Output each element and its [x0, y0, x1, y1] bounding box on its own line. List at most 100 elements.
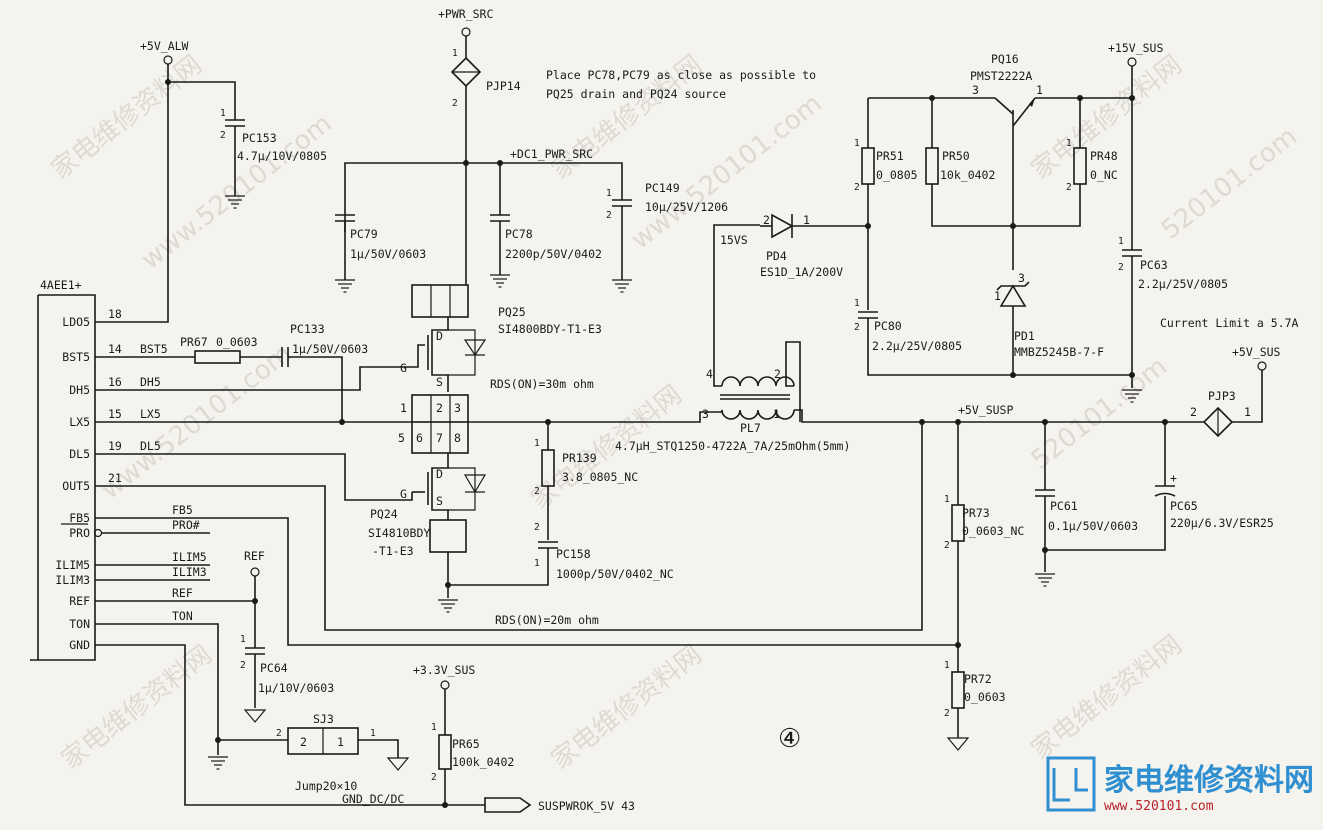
watermark-cn: 家电维修资料网 — [546, 640, 708, 776]
pr67-resistor — [194, 350, 241, 364]
svg-text:2: 2 — [774, 367, 781, 381]
ic-pin-net: FB5 — [172, 503, 193, 517]
pd4-diode — [771, 213, 794, 239]
svg-text:2: 2 — [300, 735, 307, 749]
ic-4aee1: 4AEE1+ — [30, 278, 96, 661]
logo-text: 家电维修资料网 — [1104, 763, 1314, 798]
svg-text:1: 1 — [534, 438, 540, 449]
pc153-value: 4.7μ/10V/0805 — [237, 149, 327, 163]
net-5v-alw: +5V_ALW — [140, 39, 189, 53]
ic-pin-name: REF — [69, 594, 90, 608]
wire-ldo5 — [95, 68, 169, 323]
pq25-ref: PQ25 — [498, 305, 526, 319]
svg-text:1: 1 — [1036, 83, 1043, 97]
watermark-cn: 家电维修资料网 — [1026, 50, 1188, 186]
net-5v-susp: +5V_SUSP — [958, 403, 1013, 417]
svg-text:2: 2 — [436, 401, 443, 415]
pq24-value-1: SI4810BDY — [368, 526, 430, 540]
sj3-ref: SJ3 — [313, 712, 334, 726]
svg-text:3: 3 — [972, 83, 979, 97]
ic-pin-net: ILIM3 — [172, 565, 207, 579]
pq16-transistor: 3 1 PQ16 PMST2222A — [970, 52, 1043, 270]
svg-text:2: 2 — [944, 708, 950, 719]
pc78-value: 2200p/50V/0402 — [505, 247, 602, 261]
ic-pin-number: 21 — [108, 471, 122, 485]
watermark-num: 520101.com — [1026, 351, 1173, 475]
pr65-value: 100k_0402 — [452, 755, 514, 769]
pr73-ref: PR73 — [962, 506, 990, 520]
pr73-value: 0_0603_NC — [962, 524, 1024, 538]
net-3v3-sus: +3.3V_SUS — [413, 663, 475, 677]
svg-text:6: 6 — [416, 431, 423, 445]
lx-node-pins — [411, 394, 469, 454]
pc149-value: 10μ/25V/1206 — [645, 200, 728, 214]
pr51-value: 0_0805 — [876, 168, 918, 182]
ic-pin-name: LDO5 — [62, 315, 90, 329]
watermark-cn: 家电维修资料网 — [46, 50, 208, 186]
pr67-value: 0_0603 — [216, 335, 258, 349]
svg-text:S: S — [436, 375, 443, 389]
pr65-resistor — [438, 734, 452, 770]
svg-text:1: 1 — [534, 558, 540, 569]
svg-text:1: 1 — [854, 138, 860, 149]
svg-text:1: 1 — [994, 289, 1001, 303]
svg-text:8: 8 — [454, 431, 461, 445]
svg-text:1: 1 — [431, 722, 437, 733]
svg-text:2: 2 — [240, 660, 246, 671]
current-limit-note: Current Limit a 5.7A — [1160, 316, 1299, 330]
pc158-ref: PC158 — [556, 547, 591, 561]
net-5v-alw-terminal — [163, 55, 173, 65]
svg-text:1: 1 — [452, 48, 458, 59]
pc149-ref: PC149 — [645, 181, 680, 195]
svg-text:2: 2 — [452, 98, 458, 109]
ic-pin-name: DH5 — [69, 383, 90, 397]
pq24-ref: PQ24 — [370, 507, 398, 521]
svg-text:1: 1 — [773, 407, 780, 421]
svg-text:3: 3 — [1018, 271, 1025, 285]
pc61-value: 0.1μ/50V/0603 — [1048, 519, 1138, 533]
pq16-value: PMST2222A — [970, 69, 1032, 83]
ic-pin-number: 19 — [108, 439, 122, 453]
net-ref: REF — [244, 549, 265, 563]
watermark-url: www.520101.com — [136, 109, 338, 276]
ic-pin-net: BST5 — [140, 342, 168, 356]
svg-text:1: 1 — [944, 660, 950, 671]
pc153-ref: PC153 — [242, 131, 277, 145]
ic-pin-net: ILIM5 — [172, 550, 207, 564]
site-logo: 家电维修资料网 www.520101.com — [1046, 756, 1314, 814]
pr48-value: 0_NC — [1090, 168, 1118, 182]
svg-text:2: 2 — [220, 130, 226, 141]
ic-pin-name: BST5 — [62, 350, 90, 364]
pc65-value: 220μ/6.3V/ESR25 — [1170, 516, 1274, 530]
pr48-resistor — [1073, 147, 1087, 185]
ic-pin-net: PRO# — [172, 518, 200, 532]
svg-text:S: S — [436, 494, 443, 508]
suspwrok-label: SUSPWROK_5V 43 — [538, 799, 635, 813]
pc80-value: 2.2μ/25V/0805 — [872, 339, 962, 353]
svg-text:2: 2 — [606, 210, 612, 221]
svg-text:1: 1 — [240, 634, 246, 645]
page-number: ④ — [778, 724, 801, 754]
ic-pin-net: REF — [172, 586, 193, 600]
pc78-ref: PC78 — [505, 227, 533, 241]
gnd-dc-label: GND_DC/DC — [342, 792, 404, 806]
net-dc1-pwr-src: +DC1_PWR_SRC — [510, 147, 593, 161]
pr139-value: 3.8_0805_NC — [562, 470, 638, 484]
pc64-ref: PC64 — [260, 661, 288, 675]
ic-pin-name: GND — [69, 638, 90, 652]
svg-text:1: 1 — [944, 494, 950, 505]
ic-pin-number: 14 — [108, 342, 122, 356]
svg-text:7: 7 — [436, 431, 443, 445]
ic-pin-name: OUT5 — [62, 479, 90, 493]
rds-upper: RDS(ON)=30m ohm — [490, 377, 594, 391]
pq16-ref: PQ16 — [991, 52, 1019, 66]
pr72-resistor — [951, 671, 965, 709]
pr51-ref: PR51 — [876, 149, 904, 163]
suspwrok-port — [484, 797, 532, 813]
svg-text:2: 2 — [1066, 182, 1072, 193]
watermark-cn: 家电维修资料网 — [1026, 630, 1188, 766]
sj3-value: Jump20×10 — [295, 779, 357, 793]
pq25-mosfet: D S G PQ25 SI4800BDY-T1-E3 — [400, 284, 602, 392]
